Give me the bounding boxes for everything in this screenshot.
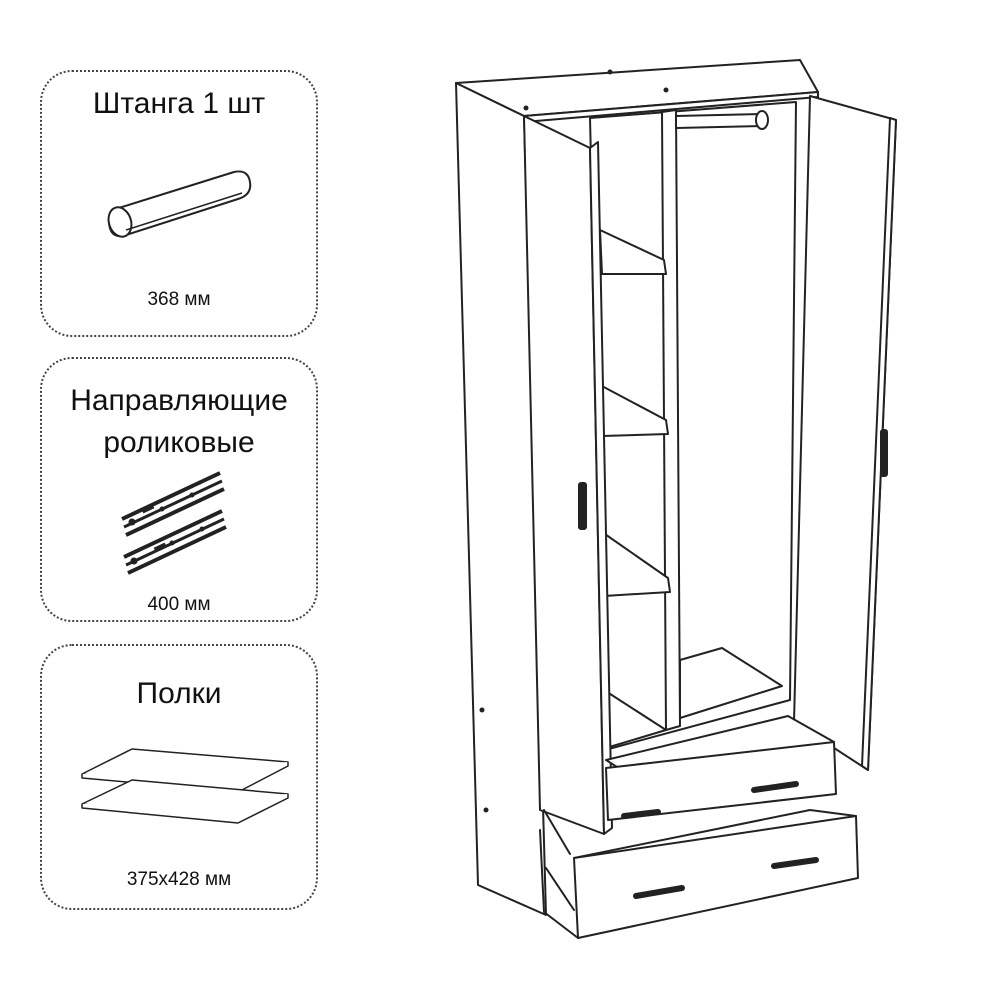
right-door-edge — [861, 117, 897, 771]
screw-dot — [663, 87, 669, 93]
wardrobe-rod-end — [755, 110, 769, 130]
rails-card: Направляющие роликовые 400 мм — [40, 357, 318, 622]
screw-dot — [607, 69, 613, 75]
wardrobe-plinth — [539, 829, 579, 939]
shelves-dimension: 375х428 мм — [126, 869, 232, 890]
screw-dot — [483, 807, 489, 813]
shelves-icon — [81, 748, 289, 824]
upper-drawer-front — [605, 741, 837, 821]
roller-rails-icon — [121, 471, 227, 575]
wardrobe-hanging-floor — [679, 647, 783, 719]
lower-drawer-handle-right — [771, 857, 819, 869]
wardrobe-divider — [661, 109, 681, 731]
rails-dimension: 400 мм — [147, 594, 211, 615]
screw-dot — [479, 707, 485, 713]
left-door-edge — [589, 141, 613, 835]
rod-dimension: 368 мм — [147, 289, 211, 310]
wardrobe-illustration — [455, 59, 897, 939]
rails-title-line2: роликовые — [103, 426, 255, 459]
wardrobe-left-side — [455, 82, 547, 916]
rod-title: Штанга 1 шт — [92, 87, 266, 120]
drawer-rail-upper — [543, 809, 571, 855]
lower-drawer-handle-left — [633, 885, 685, 899]
drawer-rail-lower — [545, 867, 575, 911]
rod-icon — [107, 170, 252, 238]
shelves-title: Полки — [136, 677, 222, 710]
rails-title-line1: Направляющие — [70, 384, 288, 417]
left-door-handle — [578, 482, 587, 530]
rod-card: Штанга 1 шт 368 мм — [40, 70, 318, 337]
lower-drawer-front — [573, 815, 859, 939]
shelves-card: Полки 375х428 мм — [40, 644, 318, 910]
upper-drawer-handle-right — [751, 781, 799, 793]
right-door-handle — [880, 429, 888, 477]
upper-drawer-handle-left — [621, 809, 661, 819]
screw-dot — [523, 105, 529, 111]
wardrobe-hanging-rod — [675, 113, 763, 129]
